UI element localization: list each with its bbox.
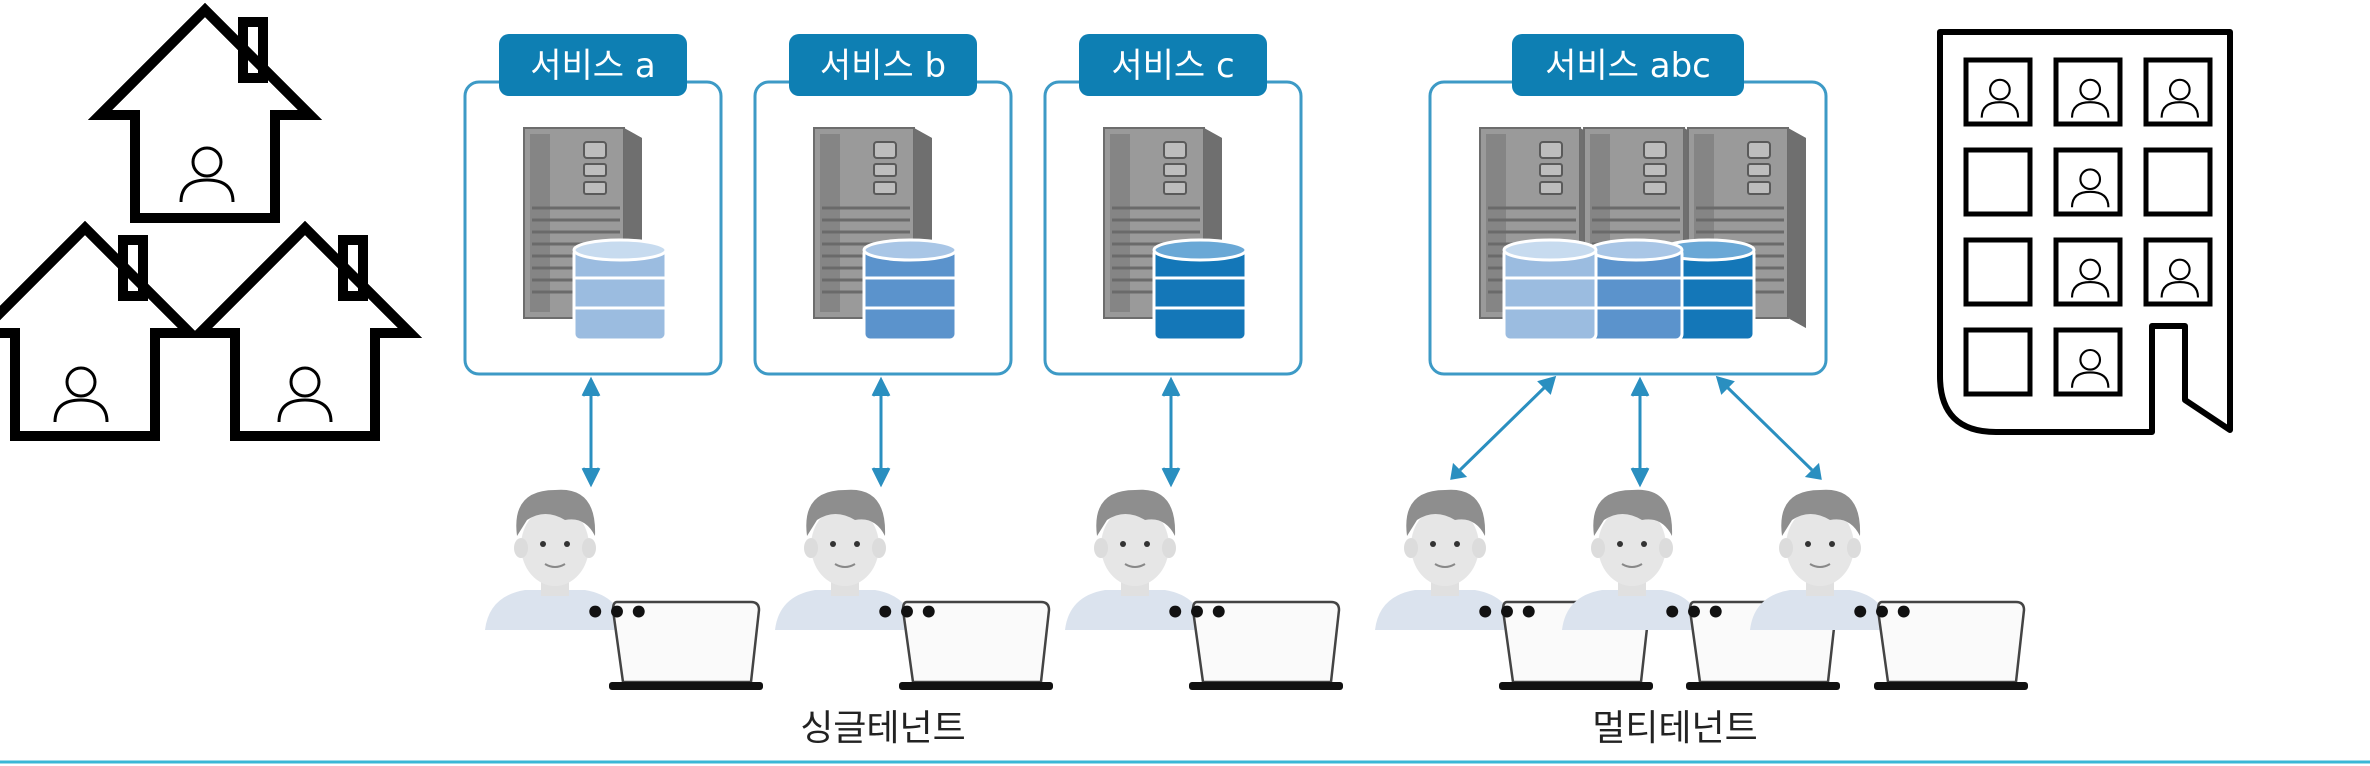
house-icon xyxy=(0,228,190,436)
caption-single-tenant: 싱글테넌트 xyxy=(800,708,966,749)
apartment-building-icon xyxy=(1937,29,2233,435)
user-with-laptop-icon: ••• xyxy=(773,488,1055,692)
laptop-screen-text: ••• xyxy=(1474,593,1539,633)
arrow-c xyxy=(1161,376,1181,488)
database-icon xyxy=(1660,238,1756,342)
service-abc-label: 서비스 abc xyxy=(1545,46,1711,86)
laptop-screen-text: ••• xyxy=(1849,593,1914,633)
arrow-abc-middle xyxy=(1630,376,1650,488)
arrow-abc-right xyxy=(1715,375,1822,480)
user-with-laptop-icon: ••• xyxy=(1748,488,2030,692)
users: ••• ••• ••• ••• ••• ••• xyxy=(483,488,2030,692)
service-box-a: 서비스 a xyxy=(463,34,723,376)
user-with-laptop-icon: ••• xyxy=(1373,488,1655,692)
laptop-screen-text: ••• xyxy=(584,593,649,633)
laptop-screen-text: ••• xyxy=(1661,593,1726,633)
caption-multi-tenant: 멀티테넌트 xyxy=(1592,708,1758,749)
user-with-laptop-icon: ••• xyxy=(483,488,765,692)
arrow-abc-left xyxy=(1450,375,1557,480)
arrow-b xyxy=(871,376,891,488)
database-icon xyxy=(1588,238,1684,342)
service-c-label: 서비스 c xyxy=(1111,46,1234,86)
house-icon xyxy=(200,228,410,436)
database-icon xyxy=(1502,238,1598,342)
service-b-label: 서비스 b xyxy=(820,46,946,86)
arrows xyxy=(581,375,1822,488)
service-a-label: 서비스 a xyxy=(530,46,655,86)
house-icon xyxy=(100,10,310,218)
houses-group xyxy=(0,10,410,436)
user-with-laptop-icon: ••• xyxy=(1063,488,1345,692)
user-with-laptop-icon: ••• xyxy=(1560,488,1842,692)
laptop-screen-text: ••• xyxy=(874,593,939,633)
service-box-abc: 서비스 abc xyxy=(1428,34,1828,376)
service-box-c: 서비스 c xyxy=(1043,34,1303,376)
arrow-a xyxy=(581,376,601,488)
database-icon xyxy=(1152,238,1248,342)
database-icon xyxy=(572,238,668,342)
service-box-b: 서비스 b xyxy=(753,34,1013,376)
database-icon xyxy=(862,238,958,342)
laptop-screen-text: ••• xyxy=(1164,593,1229,633)
